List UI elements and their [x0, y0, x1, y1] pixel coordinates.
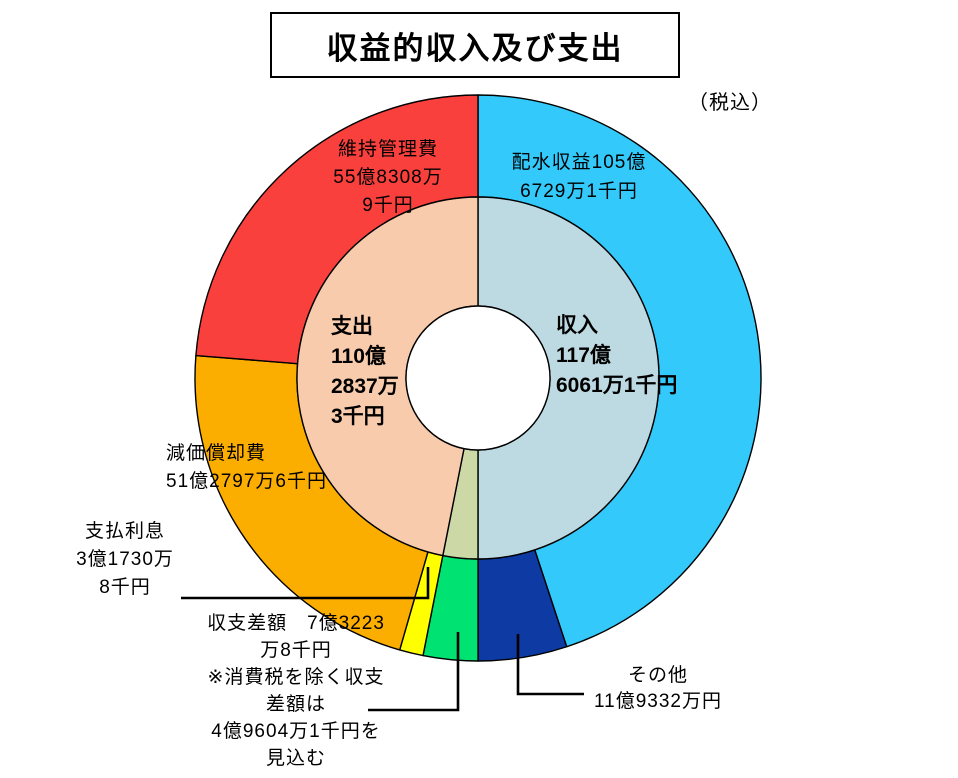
label-depreciation-cost: 減価償却費 51億2797万6千円 [166, 440, 327, 496]
label-line: 支出 [331, 315, 373, 338]
label-line: 9千円 [362, 195, 414, 216]
leader-line-interest-paid [181, 567, 430, 600]
label-interest-paid: 支払利息 3億1730万 8千円 [76, 518, 174, 602]
label-other-revenue: その他 11億9332万円 [594, 663, 722, 715]
label-line: 3千円 [331, 405, 385, 428]
label-line: 6729万1千円 [520, 181, 638, 202]
label-line: その他 [627, 665, 688, 686]
label-line: 収入 [556, 314, 598, 337]
label-line: 配水収益105億 [511, 152, 647, 173]
donut-hole [405, 305, 551, 451]
label-line: ※消費税を除く収支 [207, 667, 385, 688]
chart-title: 収益的収入及び支出 [326, 30, 624, 66]
label-line: 117億 [556, 344, 611, 367]
label-line: 51億2797万6千円 [166, 471, 327, 492]
label-line: 万8千円 [260, 640, 332, 661]
label-line: 差額は [265, 694, 326, 715]
label-line: 2837万 [331, 375, 399, 398]
label-line: 収支差額 7億3223 [207, 613, 385, 634]
chart-title-box: 収益的収入及び支出 [270, 12, 680, 78]
label-line: 55億8308万 [333, 167, 443, 188]
label-income-total: 収入 117億 6061万1千円 [556, 311, 677, 401]
label-maintenance-cost: 維持管理費 55億8308万 9千円 [333, 136, 442, 220]
tax-included-note: （税込） [688, 92, 772, 114]
label-line: 8千円 [99, 577, 151, 598]
label-line: 4億9604万1千円を [211, 721, 381, 742]
label-expenditure-total: 支出 110億 2837万 3千円 [331, 312, 399, 432]
label-line: 3億1730万 [76, 549, 174, 570]
label-water-distribution-revenue: 配水収益105億 6729万1千円 [512, 148, 647, 206]
leader-line-balance-difference [368, 632, 460, 712]
label-line: 110億 [331, 345, 386, 368]
label-line: 減価償却費 [166, 443, 267, 464]
label-line: 維持管理費 [337, 139, 438, 160]
label-line: 11億9332万円 [594, 691, 722, 712]
label-line: 見込む [265, 748, 326, 769]
label-balance-difference-note: 収支差額 7億3223 万8千円 ※消費税を除く収支 差額は 4億9604万1千… [207, 610, 385, 772]
label-line: 支払利息 [84, 521, 165, 542]
label-line: 6061万1千円 [556, 374, 678, 397]
leader-line-other-revenue [516, 634, 584, 696]
